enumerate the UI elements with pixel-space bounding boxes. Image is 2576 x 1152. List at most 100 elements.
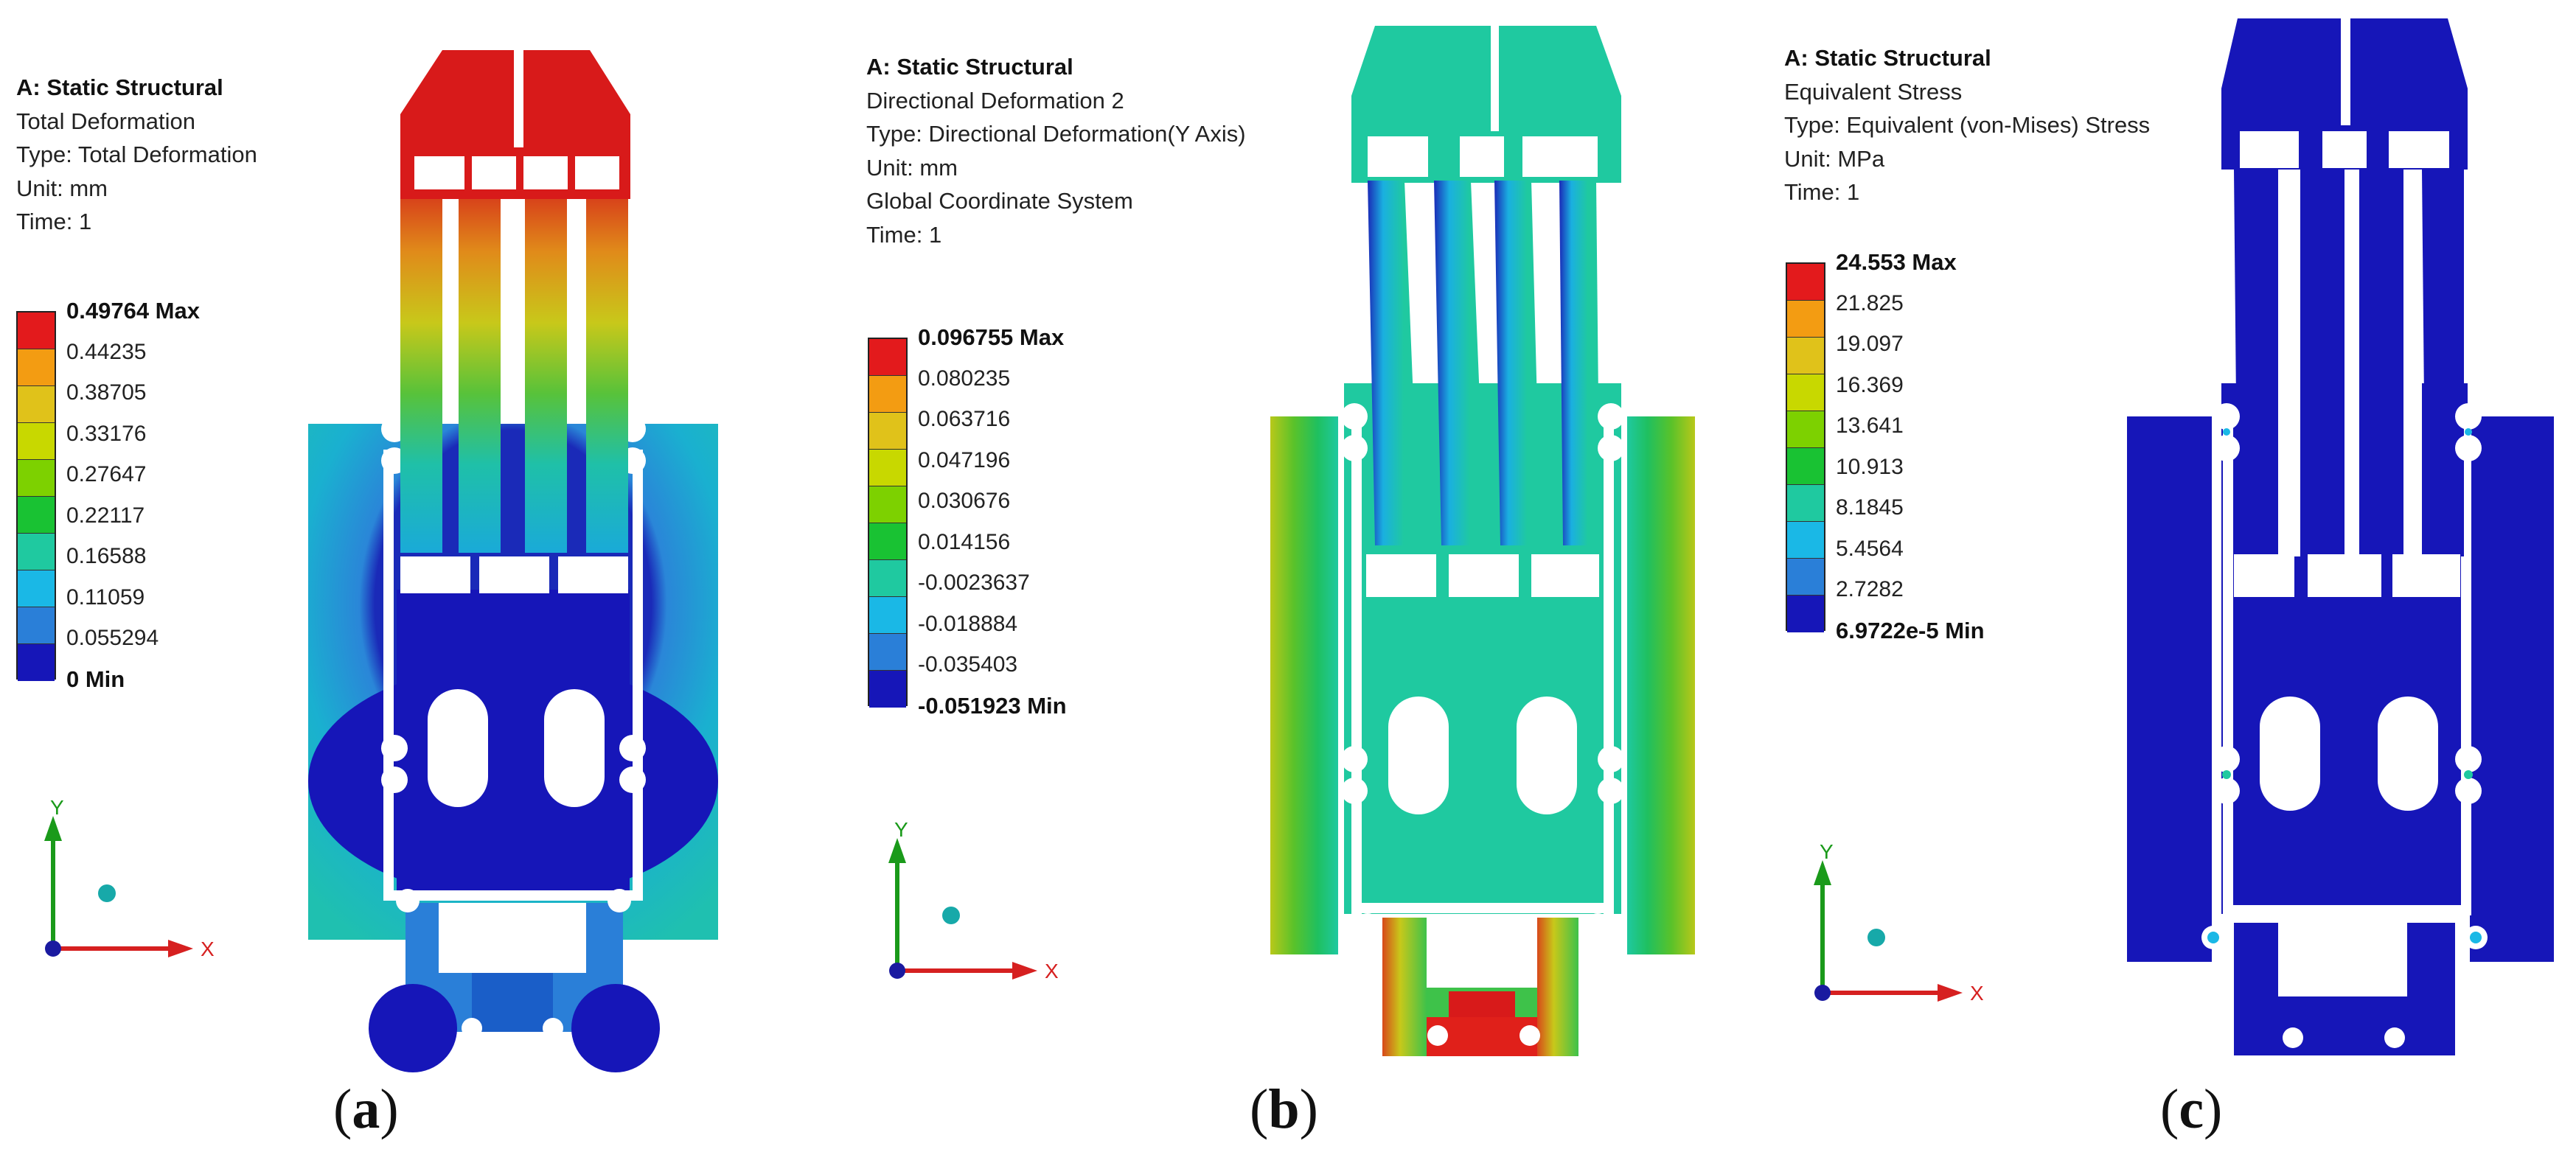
color-scale-band <box>18 534 55 570</box>
color-scale-band <box>1787 374 1824 411</box>
panel-label-a: (a) <box>333 1078 399 1140</box>
result-time: Time: 1 <box>866 221 942 248</box>
legend-value: 10.913 <box>1836 454 1904 479</box>
panel-label-c: (c) <box>2160 1078 2223 1140</box>
panel-a: A: Static Structural Total Deformation T… <box>0 0 859 1152</box>
color-scale-bar <box>1786 262 1825 632</box>
color-scale-band <box>18 460 55 497</box>
color-scale-band <box>18 386 55 423</box>
legend-value: 0.080235 <box>918 366 1011 391</box>
legend-value: 0.11059 <box>66 584 145 610</box>
color-scale-bar <box>868 338 908 708</box>
fea-model-a <box>308 50 718 1072</box>
y-axis-label: Y <box>50 796 64 819</box>
panel-b: A: Static Structural Directional Deforma… <box>859 0 1718 1152</box>
legend-value: 21.825 <box>1836 290 1904 315</box>
fea-model-c <box>2127 18 2554 1055</box>
result-name: Directional Deformation 2 <box>866 87 1124 114</box>
legend-value: 0.44235 <box>66 339 147 364</box>
color-scale-band <box>869 560 906 597</box>
result-unit: Unit: mm <box>866 154 958 181</box>
color-scale-band <box>1787 448 1824 485</box>
legend-value: 0.22117 <box>66 503 145 528</box>
color-scale-band <box>18 644 55 681</box>
info-block-a: A: Static Structural Total Deformation T… <box>16 71 257 239</box>
panel-c: A: Static Structural Equivalent Stress T… <box>1718 0 2576 1152</box>
info-block-b: A: Static Structural Directional Deforma… <box>866 50 1246 251</box>
coordinate-triad-c: Y X <box>1814 840 1984 1005</box>
legend-value: -0.035403 <box>918 652 1018 677</box>
color-scale-band <box>1787 485 1824 522</box>
analysis-title: A: Static Structural <box>16 74 223 100</box>
color-scale-band <box>1787 301 1824 338</box>
color-scale-band <box>869 634 906 671</box>
coordinate-triad-b: Y X <box>888 818 1059 982</box>
result-name: Total Deformation <box>16 108 195 134</box>
legend-value: 0.49764 Max <box>66 298 200 324</box>
color-scale-band <box>18 497 55 534</box>
x-axis-label: X <box>201 938 215 960</box>
color-scale-band <box>18 313 55 349</box>
color-scale-bar <box>16 311 56 681</box>
analysis-title: A: Static Structural <box>866 54 1073 80</box>
legend-value: 2.7282 <box>1836 577 1904 602</box>
color-scale-band <box>1787 264 1824 301</box>
legend-value: 0.38705 <box>66 380 147 405</box>
color-scale-band <box>18 349 55 386</box>
result-time: Time: 1 <box>16 209 92 234</box>
color-scale-band <box>869 523 906 560</box>
legend-value: -0.018884 <box>918 611 1018 636</box>
color-scale-band <box>869 597 906 634</box>
color-scale-band <box>18 607 55 644</box>
legend-value: 0.030676 <box>918 489 1011 514</box>
color-scale-band <box>869 339 906 376</box>
legend-value: 5.4564 <box>1836 536 1904 561</box>
color-scale-band <box>869 486 906 523</box>
info-block-c: A: Static Structural Equivalent Stress T… <box>1784 41 2150 209</box>
legend-value: 0.055294 <box>66 626 159 651</box>
x-axis-label: X <box>1045 960 1059 982</box>
y-axis-label: Y <box>894 818 908 841</box>
result-name: Equivalent Stress <box>1784 78 1963 105</box>
color-scale-band <box>18 570 55 607</box>
result-type: Type: Total Deformation <box>16 142 257 167</box>
coordinate-triad-a: Y X <box>44 796 215 960</box>
panel-label-b: (b) <box>1250 1078 1318 1140</box>
result-unit: Unit: MPa <box>1784 145 1885 172</box>
result-type: Type: Equivalent (von-Mises) Stress <box>1784 112 2151 138</box>
legend-value: 0.16588 <box>66 544 147 569</box>
legend-value: 13.641 <box>1836 413 1904 439</box>
x-axis-label: X <box>1970 982 1984 1005</box>
color-scale-band <box>1787 522 1824 559</box>
color-scale-band <box>869 376 906 413</box>
legend-value: 6.9722e-5 Min <box>1836 618 1985 643</box>
color-scale-band <box>1787 559 1824 596</box>
analysis-title: A: Static Structural <box>1784 45 1991 71</box>
result-unit: Unit: mm <box>16 175 108 201</box>
color-scale-band <box>869 450 906 486</box>
legend-value: 19.097 <box>1836 332 1904 357</box>
color-scale-band <box>869 413 906 450</box>
legend-value: 0.047196 <box>918 447 1011 472</box>
legend-value: 0.014156 <box>918 529 1011 554</box>
legend-value: -0.0023637 <box>918 570 1030 596</box>
legend-value: 0.33176 <box>66 421 147 446</box>
color-scale-band <box>1787 596 1824 632</box>
legend-value: 0.096755 Max <box>918 324 1065 350</box>
legend-value: -0.051923 Min <box>918 693 1067 719</box>
legend-value: 24.553 Max <box>1836 249 1957 275</box>
color-scale-band <box>18 423 55 460</box>
fea-model-b <box>1270 26 1695 1056</box>
color-scale-band <box>869 671 906 708</box>
legend-value: 0 Min <box>66 666 125 692</box>
y-axis-label: Y <box>1820 840 1834 863</box>
color-scale-band <box>1787 338 1824 374</box>
legend-value: 8.1845 <box>1836 495 1904 520</box>
legend-value: 16.369 <box>1836 372 1904 397</box>
legend-value: 0.27647 <box>66 462 147 487</box>
result-time: Time: 1 <box>1784 179 1860 205</box>
legend-value: 0.063716 <box>918 407 1011 432</box>
coordinate-system: Global Coordinate System <box>866 188 1133 214</box>
color-scale-band <box>1787 411 1824 448</box>
result-type: Type: Directional Deformation(Y Axis) <box>866 121 1246 147</box>
